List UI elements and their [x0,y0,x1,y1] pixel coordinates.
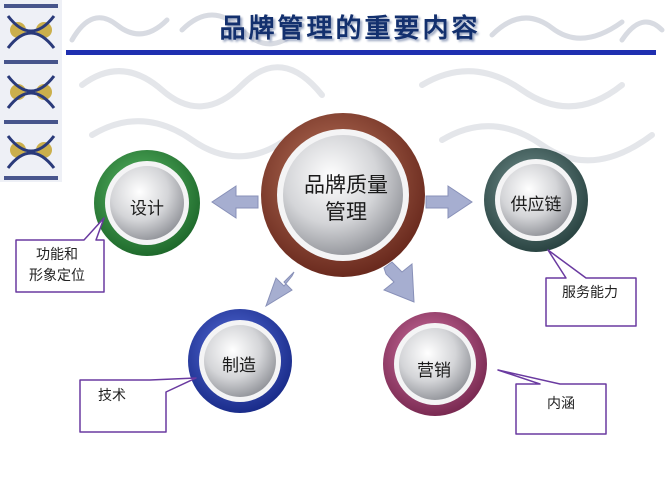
supply-node-label: 供应链 [510,195,562,215]
arrow-to-market [383,261,415,303]
callout-supply-text: 服务能力 [562,285,618,301]
make-node [188,309,292,413]
callout-make-box [79,377,197,433]
callout-design-text: 功能和 形象定位 [14,245,100,287]
supply-node [484,148,588,252]
callout-design-box [15,217,105,293]
callout-supply-box [545,249,637,327]
callout-design-line1: 功能和 [36,247,78,263]
callout-market-box [497,369,607,435]
callout-design-line2: 形象定位 [29,268,85,284]
center-node [261,113,425,277]
decorative-middle-pattern [79,64,655,164]
design-node-label: 设计 [130,199,164,219]
center-label-line2: 管理 [325,200,367,224]
title-underline [66,50,656,55]
center-label-line1: 品牌质量 [304,173,388,197]
arrow-to-supply [425,185,473,219]
arrow-to-design [211,185,259,219]
design-node [94,150,200,256]
callout-market-text: 内涵 [547,396,575,412]
market-node-label: 营销 [417,361,451,381]
make-node-label: 制造 [222,356,256,376]
arrow-to-make [265,271,295,308]
decorative-top-pattern [69,12,665,47]
callout-make-text: 技术 [98,388,126,404]
decorative-side-pattern [0,0,62,182]
page-title: 品牌管理的重要内容 [219,14,481,44]
market-node [383,312,487,416]
center-node-label: 品牌质量 管理 [291,172,401,226]
arrows [211,185,473,308]
